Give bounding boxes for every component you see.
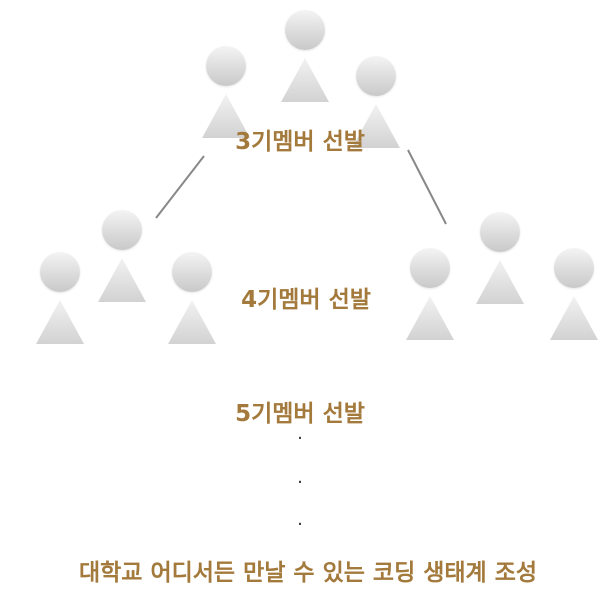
member-icon xyxy=(36,252,84,362)
member-icon xyxy=(98,210,146,320)
ellipsis-dot: · xyxy=(297,514,303,535)
member-icon xyxy=(281,10,329,120)
member-icon xyxy=(476,212,524,322)
vision-tagline: 대학교 어디서든 만날 수 있는 코딩 생태계 조성 xyxy=(78,560,538,586)
member-icon xyxy=(202,46,250,156)
generation-label-4: 4기멤버 선발 xyxy=(241,287,371,313)
generation-label-5: 5기멤버 선발 xyxy=(235,401,365,427)
member-icon xyxy=(352,56,400,166)
member-icon xyxy=(168,252,216,362)
connector-left xyxy=(155,155,205,219)
member-icon xyxy=(406,248,454,358)
connector-right xyxy=(407,149,447,225)
generation-label-3: 3기멤버 선발 xyxy=(235,129,365,155)
ellipsis-dot: · xyxy=(297,472,303,493)
ellipsis-dot: · xyxy=(297,428,303,449)
member-icon xyxy=(550,248,598,358)
